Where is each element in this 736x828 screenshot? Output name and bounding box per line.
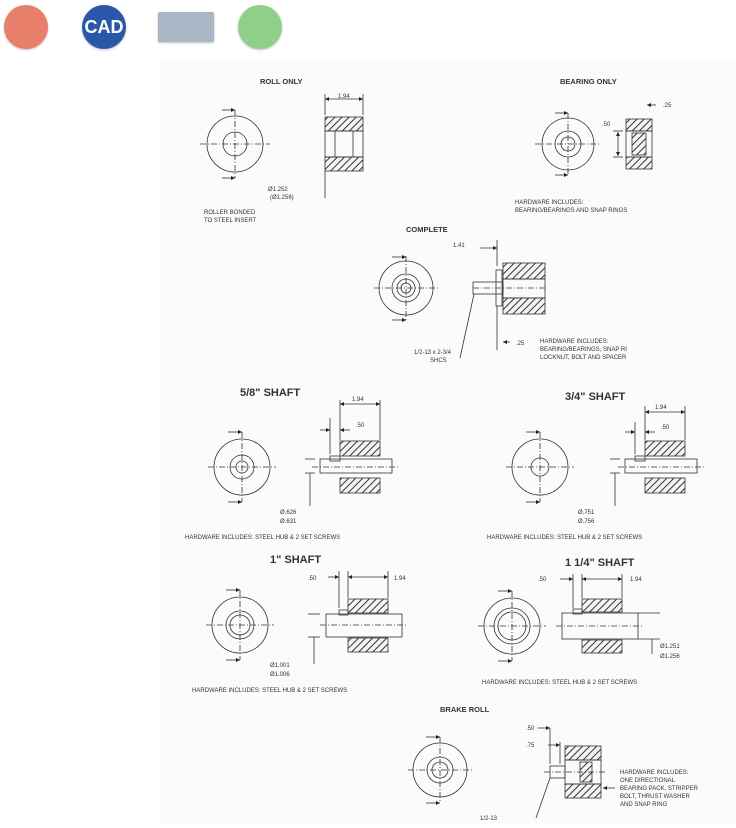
shaft-58-dia-2: Ø.631 [280,519,297,525]
brake-roll-note-4: BOLT, THRUST WASHER [620,794,690,800]
shaft-114-section: 1 1/4" SHAFT .50 1.94 [478,557,680,686]
shaft-58-dia-1: Ø.626 [280,510,297,516]
shaft-34-note: HARDWARE INCLUDES: STEEL HUB & 2 SET SCR… [487,535,642,541]
shaft-58-title: 5/8" SHAFT [240,387,301,399]
complete-bolt-1: 1/2-13 x 2-3/4 [414,350,452,356]
shaft-1-dia-2: Ø1.006 [270,672,290,678]
shaft-34-dim-194: 1.94 [655,405,667,411]
roll-only-title: ROLL ONLY [260,77,303,86]
complete-side-view [459,240,546,359]
bearing-only-title: BEARING ONLY [560,77,617,86]
complete-note-3: LOCKNUT, BOLT AND SPACER [540,355,627,361]
shaft-114-dim-50: .50 [538,577,547,583]
shaft-58-dim-194: 1.94 [352,397,364,403]
complete-section: COMPLETE 1.41 .25 1/2-13 x 2-3/4 [374,225,627,364]
shaft-34-dia-1: Ø.751 [578,510,595,516]
complete-dim-141: 1.41 [453,243,465,249]
roll-only-side-view [324,94,364,198]
drawing-sheet: ROLL ONLY 1.94 Ø1.252 (Ø1.256) ROLLER BO… [160,58,736,823]
cad-button[interactable]: CAD [82,5,126,49]
shaft-1-section: 1" SHAFT .50 1.94 Ø1. [192,554,408,694]
complete-end-view [374,255,438,322]
bearing-only-side-view [613,103,656,170]
brake-roll-bolt: 1/2-13 [480,816,498,822]
roll-only-note-1: ROLLER BONDED [204,210,256,216]
bearing-only-end-view [535,111,601,177]
shaft-1-end-view [206,588,274,662]
complete-note-2: BEARING/BEARINGS, SNAP RI [540,347,627,353]
shaft-1-note: HARDWARE INCLUDES: STEEL HUB & 2 SET SCR… [192,688,347,694]
roll-only-dia-dim-1: Ø1.252 [268,187,288,193]
roll-only-end-view [200,108,270,180]
shaft-114-title: 1 1/4" SHAFT [565,557,635,569]
roll-only-width-dim: 1.94 [338,94,350,100]
brake-roll-dim-75: .75 [526,743,535,749]
shaft-58-side-view [305,400,400,506]
dwg-file-button[interactable] [238,5,282,49]
brake-roll-note-3: BEARING PACK, STRIPPER [620,786,699,792]
shaft-1-dim-194: 1.94 [394,576,406,582]
shaft-114-end-view [478,589,546,663]
shaft-58-end-view [208,430,276,504]
brake-roll-note-1: HARDWARE INCLUDES: [620,770,689,776]
shaft-58-dim-50: .50 [356,423,365,429]
roll-only-note-2: TO STEEL INSERT [204,218,257,224]
brake-roll-title: BRAKE ROLL [440,705,490,714]
bearing-only-dim-25: .25 [663,103,672,109]
brake-roll-note-2: ONE DIRECTIONAL [620,778,676,784]
toolbar: CAD [0,0,736,60]
shaft-114-side-view [556,574,660,654]
brake-roll-section: BRAKE ROLL .50 .75 1/2-13 HARDW [408,705,699,822]
complete-dim-25: .25 [516,341,525,347]
shaft-34-end-view [506,430,574,504]
complete-note-1: HARDWARE INCLUDES: [540,339,609,345]
roll-only-section: ROLL ONLY 1.94 Ø1.252 (Ø1.256) ROLLER BO… [200,77,364,224]
shaft-34-dim-50: .50 [661,425,670,431]
shaft-114-note: HARDWARE INCLUDES: STEEL HUB & 2 SET SCR… [482,680,637,686]
cad-icon: CAD [84,16,124,37]
shaft-34-dia-2: Ø.756 [578,519,595,525]
shaft-1-side-view [308,571,408,664]
brake-roll-end-view [408,735,472,805]
shaft-34-title: 3/4" SHAFT [565,391,626,403]
shaft-114-dim-194: 1.94 [630,577,642,583]
bearing-only-section: BEARING ONLY .25 .50 HARDWARE INCLUDES: … [515,77,672,214]
complete-title: COMPLETE [406,225,448,234]
brake-roll-dim-50: .50 [526,726,535,732]
shaft-114-dia-1: Ø1.251 [660,644,680,650]
complete-bolt-2: SHCS [430,358,447,364]
technical-drawing: ROLL ONLY 1.94 Ø1.252 (Ø1.256) ROLLER BO… [185,77,705,822]
step-file-button[interactable] [4,5,48,49]
brake-roll-note-5: AND SNAP RING [620,802,668,808]
shaft-1-dia-1: Ø1.001 [270,663,290,669]
shaft-58-note: HARDWARE INCLUDES: STEEL HUB & 2 SET SCR… [185,535,340,541]
shaft-58-section: 5/8" SHAFT 1.94 .5 [185,387,400,541]
bearing-only-dim-50: .50 [602,122,611,128]
print-button[interactable] [158,12,214,42]
bearing-only-note-1: HARDWARE INCLUDES: [515,200,584,206]
shaft-114-dia-2: Ø1.256 [660,654,680,660]
shaft-1-title: 1" SHAFT [270,554,321,566]
brake-roll-side-view [535,726,615,819]
shaft-34-side-view [610,406,705,506]
roll-only-dia-dim-2: (Ø1.256) [270,195,294,201]
shaft-1-dim-50: .50 [308,576,317,582]
shaft-34-section: 3/4" SHAFT 1.94 .50 Ø [487,391,705,541]
bearing-only-note-2: BEARING/BEARINGS AND SNAP RINGS [515,208,627,214]
